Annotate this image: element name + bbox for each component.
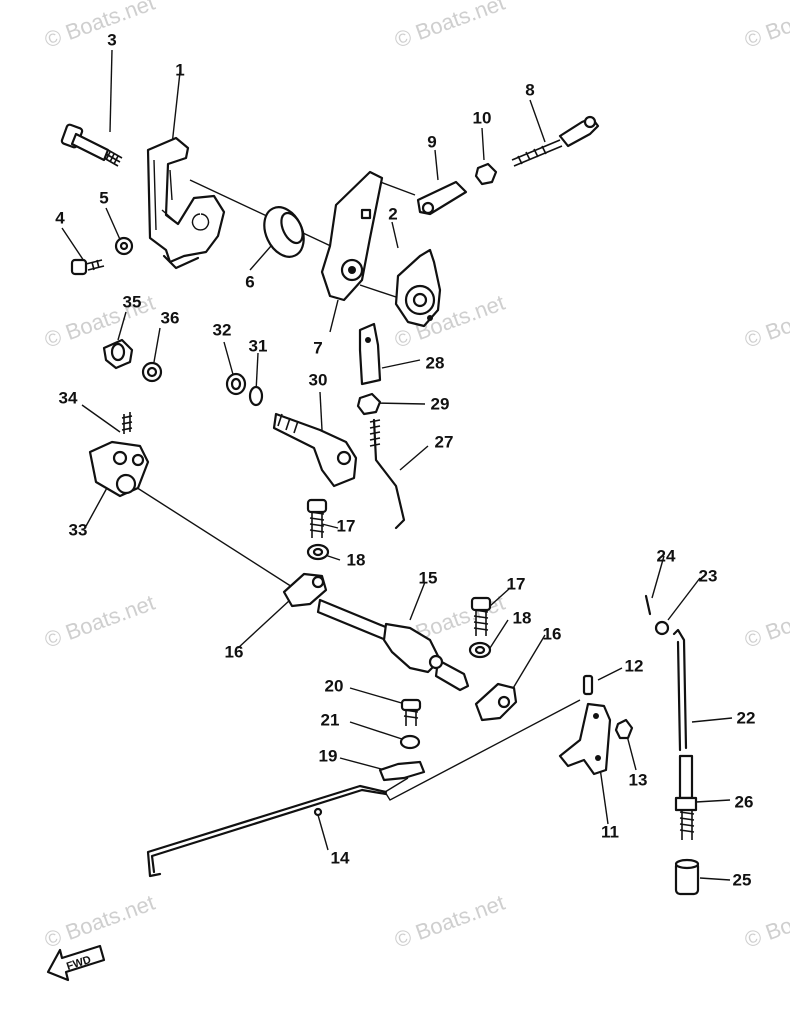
callout-35: 35 — [123, 293, 142, 312]
part-8-rod-end — [511, 115, 600, 167]
part-25-sleeve — [674, 858, 700, 896]
callout-36: 36 — [161, 309, 180, 328]
part-32-washer — [225, 372, 247, 396]
watermark-text: © Boats.net — [391, 0, 508, 53]
watermark-text: © Boats.net — [741, 590, 790, 653]
watermark-text: © Boats.net — [741, 290, 790, 353]
callout-23: 23 — [699, 567, 718, 586]
part-22-rod — [672, 628, 688, 752]
callout-28: 28 — [426, 354, 445, 373]
part-2-cam — [394, 248, 442, 328]
part-7-lever — [320, 170, 384, 302]
watermark-text: © Boats.net — [41, 890, 158, 953]
fwd-arrow-icon: FWD — [46, 944, 106, 982]
callout-15: 15 — [419, 569, 438, 588]
watermark-text: © Boats.net — [391, 890, 508, 953]
callout-9: 9 — [427, 133, 436, 152]
part-34-set-screw — [121, 412, 133, 434]
part-4-screw — [70, 258, 105, 276]
part-11-lever — [558, 702, 612, 776]
part-23-clip — [654, 620, 670, 636]
callout-16: 16 — [225, 643, 244, 662]
part-19-clip — [378, 760, 426, 782]
part-24-pin — [644, 594, 652, 616]
part-21-washer — [399, 734, 421, 750]
callout-12: 12 — [625, 657, 644, 676]
callout-32: 32 — [213, 321, 232, 340]
part-27-link-rod — [369, 418, 406, 530]
callout-13: 13 — [629, 771, 648, 790]
part-5-washer — [114, 236, 134, 256]
part-29-nut — [356, 392, 382, 416]
callout-1: 1 — [175, 61, 184, 80]
callout-21: 21 — [321, 711, 340, 730]
part-6-collar — [263, 206, 305, 258]
part-20-bolt — [400, 698, 422, 726]
callout-3: 3 — [107, 31, 116, 50]
callout-4: 4 — [55, 209, 65, 228]
callout-18: 18 — [347, 551, 366, 570]
watermark-text: © Boats.net — [741, 0, 790, 53]
part-12-pin — [582, 674, 594, 696]
part-33-block — [88, 440, 150, 498]
part-17-bolt-upper — [306, 498, 328, 538]
part-3-bolt — [60, 123, 123, 167]
part-10-nut — [474, 162, 498, 186]
callout-29: 29 — [431, 395, 450, 414]
part-13-nut — [614, 718, 634, 740]
callout-14: 14 — [331, 849, 350, 868]
callout-7: 7 — [313, 339, 322, 358]
part-35-bushing — [102, 338, 134, 370]
part-18-washer-right — [468, 641, 492, 659]
callout-2: 2 — [388, 205, 397, 224]
part-36-ring — [141, 361, 163, 383]
part-28-joint — [358, 322, 382, 386]
part-31-washer — [248, 385, 264, 407]
callout-26: 26 — [735, 793, 754, 812]
watermark-text: © Boats.net — [41, 0, 158, 53]
callout-25: 25 — [733, 871, 752, 890]
callout-20: 20 — [325, 677, 344, 696]
part-26-threaded-end — [674, 754, 698, 840]
part-1-bracket — [146, 136, 226, 270]
callout-11: 11 — [601, 823, 619, 842]
callout-16: 16 — [543, 625, 562, 644]
part-18-washer-upper — [306, 543, 330, 561]
callout-24: 24 — [657, 547, 676, 566]
leader-lines — [61, 49, 733, 881]
callout-17: 17 — [507, 575, 526, 594]
callout-8: 8 — [525, 81, 534, 100]
callout-18: 18 — [513, 609, 532, 628]
watermark-text: © Boats.net — [41, 590, 158, 653]
part-14-shift-rod — [146, 784, 388, 878]
part-16-clamp-upper — [282, 572, 328, 608]
callout-6: 6 — [245, 273, 254, 292]
part-17-bolt-right — [470, 596, 492, 636]
part-30-shaft — [272, 412, 358, 488]
callout-5: 5 — [99, 189, 108, 208]
callout-34: 34 — [59, 389, 78, 408]
callout-31: 31 — [249, 337, 268, 356]
callout-30: 30 — [309, 371, 328, 390]
callout-19: 19 — [319, 747, 338, 766]
part-15-shift-shaft — [316, 598, 470, 692]
callout-10: 10 — [473, 109, 492, 128]
part-9-link — [416, 180, 468, 216]
callout-17: 17 — [337, 517, 356, 536]
callout-33: 33 — [69, 521, 88, 540]
callout-22: 22 — [737, 709, 756, 728]
part-16-clamp-right — [474, 682, 518, 722]
callout-27: 27 — [435, 433, 454, 452]
watermark-text: © Boats.net — [741, 890, 790, 953]
